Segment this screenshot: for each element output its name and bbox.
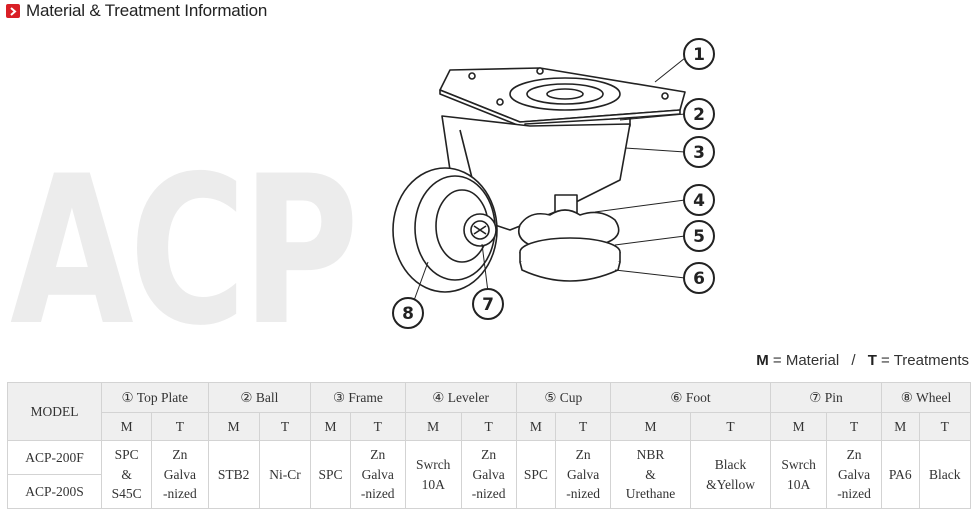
wheel-material: PA6 (881, 440, 920, 509)
foot-treatment: Black&Yellow (690, 440, 772, 509)
legend-m-key: M (756, 352, 769, 369)
sub-header-t: T (555, 412, 612, 441)
section-title: Material & Treatment Information (26, 1, 268, 20)
top-plate-material: SPC&S45C (100, 440, 153, 509)
cup-material: SPC (515, 440, 557, 509)
sub-header-m: M (310, 412, 351, 441)
sub-header-m: M (881, 412, 920, 441)
sub-header-t: T (826, 412, 882, 441)
ball-material: STB2 (207, 440, 260, 509)
caster-illustration: 1 2 3 4 5 6 7 8 (392, 38, 715, 329)
sub-header-m: M (610, 412, 692, 441)
sub-header-m: M (207, 412, 260, 441)
sub-header-m: M (770, 412, 828, 441)
model-header: MODEL (7, 382, 102, 441)
legend-m-text: = Material (772, 352, 840, 369)
part-header-wheel: ⑧ Wheel (881, 382, 971, 413)
sub-header-t: T (151, 412, 209, 441)
callout-2: 2 (693, 105, 705, 125)
callout-6: 6 (693, 269, 705, 289)
sub-header-t: T (349, 412, 406, 441)
callout-5: 5 (693, 227, 705, 247)
part-header-frame: ③ Frame (310, 382, 406, 413)
part-header-foot: ⑥ Foot (610, 382, 772, 413)
legend-t-text: = Treatments (881, 352, 969, 369)
callout-1: 1 (693, 45, 705, 65)
legend: M = Material / T = Treatments (756, 352, 969, 369)
callout-8: 8 (402, 304, 414, 324)
part-header-leveler: ④ Leveler (404, 382, 517, 413)
foot-material: NBR&Urethane (610, 440, 692, 509)
sub-header-m: M (515, 412, 557, 441)
sub-header-t: T (460, 412, 517, 441)
part-header-cup: ⑤ Cup (515, 382, 612, 413)
model-cell: ACP-200S (7, 474, 102, 509)
callout-4: 4 (693, 191, 705, 211)
foot-shape (519, 261, 621, 282)
table-row: ACP-200S (7, 474, 971, 509)
callout-3: 3 (693, 143, 705, 163)
legend-separator: / (851, 352, 856, 369)
section-header: Material & Treatment Information (6, 0, 267, 22)
sub-header-t: T (258, 412, 312, 441)
sub-header-t: T (918, 412, 972, 441)
model-cell: ACP-200F (7, 440, 102, 475)
wheel-treatment: Black (918, 440, 972, 509)
background-model-text: ACP (10, 133, 359, 371)
sub-header-m: M (404, 412, 462, 441)
ball-treatment: Ni-Cr (258, 440, 312, 509)
sub-header-t: T (690, 412, 772, 441)
sub-header-m: M (100, 412, 153, 441)
spec-table: MODEL ① Top Plate ② Ball ③ Frame ④ Level… (7, 382, 972, 509)
chevron-right-icon (6, 4, 20, 18)
part-header-top-plate: ① Top Plate (101, 382, 209, 413)
frame-material: SPC (310, 440, 351, 509)
callout-7: 7 (482, 295, 494, 315)
legend-t-key: T (867, 352, 877, 369)
part-header-pin: ⑦ Pin (770, 382, 882, 413)
part-header-ball: ② Ball (207, 382, 312, 413)
